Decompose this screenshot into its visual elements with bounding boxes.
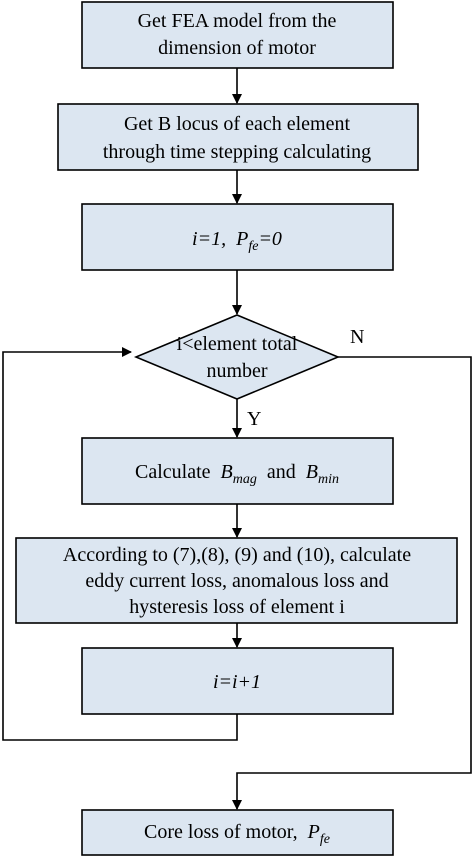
fea-model-line2: dimension of motor <box>158 37 316 59</box>
losses-box: According to (7),(8), (9) and (10), calc… <box>15 537 458 624</box>
losses-line3: hysteresis loss of element i <box>129 596 345 618</box>
init-p-sub: fe <box>248 239 258 254</box>
decision-diamond: i<element total number <box>133 314 341 400</box>
increment-text: i=i+1 <box>213 671 261 693</box>
core-loss-text: Core loss of motor, Pfe <box>144 821 330 847</box>
decision-line1: i<element total <box>177 333 298 355</box>
init-p-assign: =0 <box>258 228 282 250</box>
core-loss-p-sub: fe <box>320 832 330 847</box>
fea-model-line1: Get FEA model from the <box>138 10 337 32</box>
calc-b-b2-sub: min <box>318 472 339 487</box>
calc-b-prefix: Calculate <box>135 461 211 483</box>
core-loss-p-var: P <box>307 821 320 843</box>
arrow-loop-back <box>2 347 238 741</box>
decision-line2: number <box>206 360 267 382</box>
core-loss-prefix: Core loss of motor, <box>144 821 298 843</box>
init-i-assign: i=1, <box>192 228 226 250</box>
yes-label: Y <box>247 408 261 430</box>
calc-b-box: Calculate Bmag and Bmin <box>81 437 394 505</box>
arrow-decision-no <box>232 356 472 810</box>
fea-model-box: Get FEA model from the dimension of moto… <box>81 1 394 69</box>
calc-b-b1-sub: mag <box>233 472 257 487</box>
calc-b-b1: B <box>221 461 233 483</box>
calc-b-and: and <box>267 461 296 483</box>
init-box: i=1, Pfe=0 <box>81 203 394 271</box>
losses-line2: eddy current loss, anomalous loss and <box>85 570 388 592</box>
increment-box: i=i+1 <box>81 647 394 715</box>
core-loss-box: Core loss of motor, Pfe <box>81 809 394 856</box>
init-formula: i=1, Pfe=0 <box>192 228 282 254</box>
init-p-var: P <box>235 228 248 250</box>
losses-line1: According to (7),(8), (9) and (10), calc… <box>63 544 411 566</box>
b-locus-line2: through time stepping calculating <box>103 141 371 163</box>
no-label: N <box>350 326 364 348</box>
calc-b-b2: B <box>306 461 318 483</box>
calc-b-text: Calculate Bmag and Bmin <box>135 461 339 488</box>
b-locus-line1: Get B locus of each element <box>124 113 350 135</box>
b-locus-box: Get B locus of each element through time… <box>57 103 419 171</box>
